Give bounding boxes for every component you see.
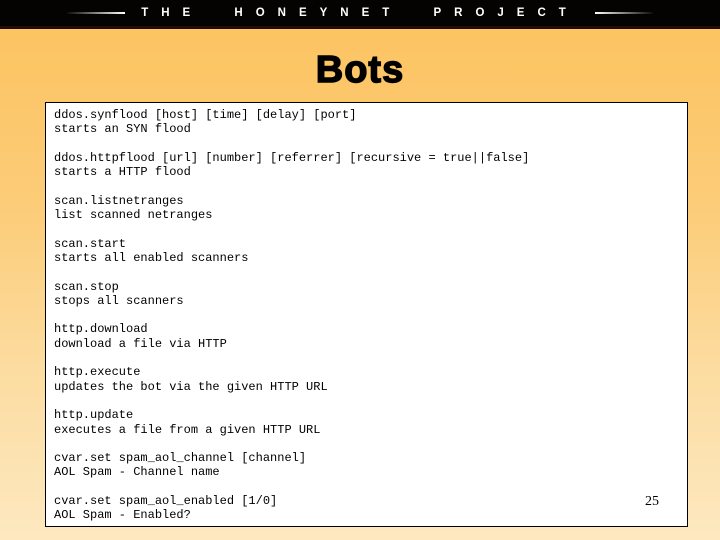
page-number: 25 — [645, 493, 659, 509]
commands-box: ddos.synflood [host] [time] [delay] [por… — [45, 102, 688, 527]
command-description: starts an SYN flood — [54, 122, 191, 137]
banner-rule-right — [594, 12, 653, 14]
honeynet-project-banner: THE HONEYNET PROJECT — [0, 0, 720, 29]
command-syntax: scan.listnetranges — [54, 193, 184, 208]
command-syntax: scan.stop — [54, 279, 119, 294]
command-syntax: cvar.set spam_aol_enabled [1/0] — [54, 494, 278, 509]
command-description: download a file via HTTP — [54, 336, 227, 351]
banner-rule-left — [67, 12, 126, 14]
command-block: ddos.synflood [host] [time] [delay] [por… — [54, 108, 679, 137]
command-description: updates the bot via the given HTTP URL — [54, 379, 328, 394]
command-description: executes a file from a given HTTP URL — [54, 422, 321, 437]
command-syntax: scan.start — [54, 236, 127, 251]
command-description: starts all enabled scanners — [54, 250, 249, 265]
command-block: scan.stop stops all scanners — [54, 280, 679, 309]
command-syntax: ddos.httpflood [url] [number] [referrer]… — [54, 150, 530, 165]
command-description: list scanned netranges — [54, 208, 213, 223]
command-syntax: cvar.set spam_aol_channel [channel] — [54, 451, 307, 466]
command-description: AOL Spam - Channel name — [54, 465, 220, 480]
slide-title: Bots — [315, 49, 405, 91]
command-block: scan.start starts all enabled scanners — [54, 237, 679, 266]
command-syntax: http.update — [54, 408, 134, 423]
command-syntax: http.execute — [54, 365, 141, 380]
command-block: cvar.set spam_aol_channel [channel] AOL … — [54, 451, 679, 480]
command-block: http.update executes a file from a given… — [54, 408, 679, 437]
command-block: http.execute updates the bot via the giv… — [54, 365, 679, 394]
command-block: cvar.set spam_aol_enabled [1/0] AOL Spam… — [54, 494, 679, 523]
command-block: ddos.httpflood [url] [number] [referrer]… — [54, 151, 679, 180]
command-block: http.download download a file via HTTP — [54, 322, 679, 351]
command-description: AOL Spam - Enabled? — [54, 508, 191, 523]
banner-brand-text: THE HONEYNET PROJECT — [141, 7, 579, 19]
command-description: starts a HTTP flood — [54, 165, 191, 180]
command-syntax: http.download — [54, 322, 148, 337]
command-description: stops all scanners — [54, 293, 184, 308]
command-block: scan.listnetranges list scanned netrange… — [54, 194, 679, 223]
command-syntax: ddos.synflood [host] [time] [delay] [por… — [54, 108, 357, 122]
